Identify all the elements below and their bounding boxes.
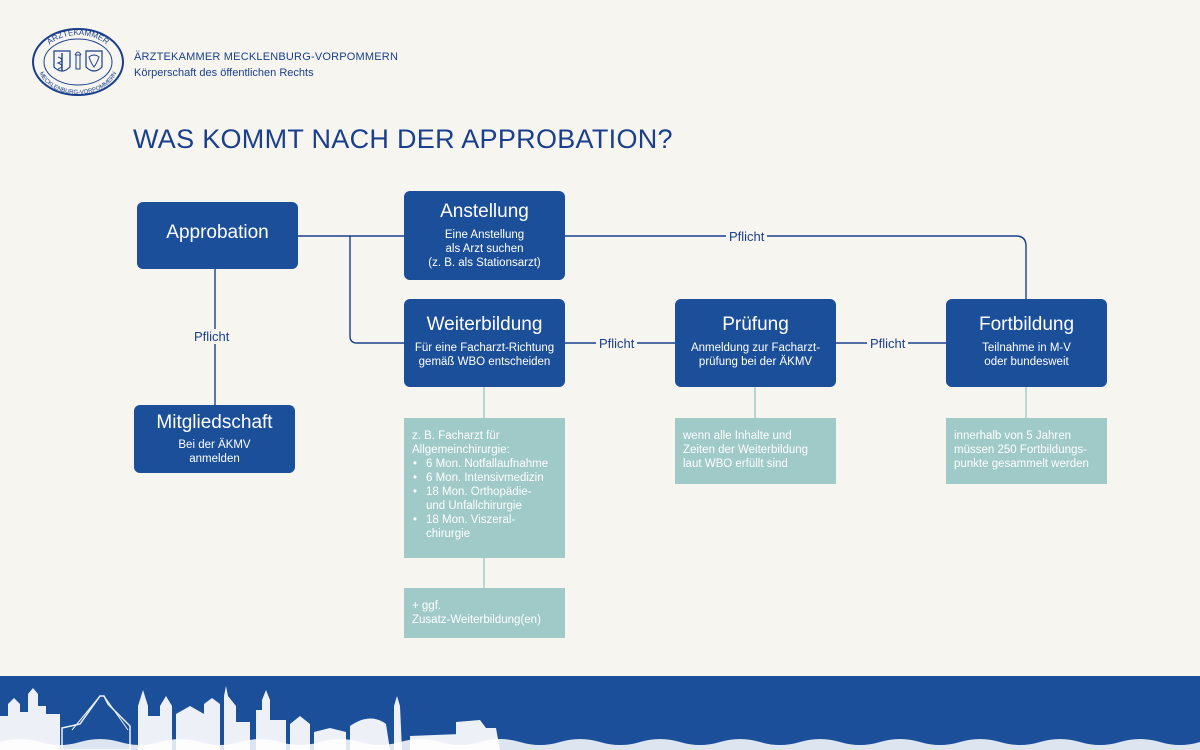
note-weiterbildung-intro-line: z. B. Facharzt für: [412, 430, 500, 442]
note-weiterbildung-list: 6 Mon. Notfallaufnahme 6 Mon. Intensivme…: [412, 457, 557, 541]
list-item: 6 Mon. Intensivmedizin: [412, 471, 557, 485]
node-fortbildung-desc-line: Teilnahme in M-V: [982, 342, 1071, 354]
note-weiterbildung-intro-line: Allgemeinchirurgie:: [412, 444, 510, 456]
list-item: 18 Mon. Orthopädie-und Unfallchirurgie: [412, 485, 557, 513]
page-title: WAS KOMMT NACH DER APPROBATION?: [133, 124, 673, 154]
note-fortbildung: innerhalb von 5 Jahren müssen 250 Fortbi…: [946, 418, 1107, 484]
node-mitgliedschaft: Mitgliedschaft Bei der ÄKMV anmelden: [134, 405, 295, 473]
org-name: ÄRZTEKAMMER MECKLENBURG-VORPOMMERN: [134, 51, 399, 63]
pflicht-label-pruefung-fortbildung: Pflicht: [867, 336, 909, 351]
note-pruefung-line: Zeiten der Weiterbildung: [683, 444, 809, 456]
node-weiterbildung-desc-line: gemäß WBO entscheiden: [418, 356, 551, 368]
node-approbation-title: Approbation: [166, 222, 269, 243]
node-weiterbildung-desc-line: Für eine Facharzt-Richtung: [414, 342, 555, 354]
node-pruefung-title: Prüfung: [722, 314, 789, 335]
node-anstellung-desc-line: Eine Anstellung: [444, 229, 525, 241]
node-pruefung-desc-line: prüfung bei der ÄKMV: [698, 356, 813, 368]
node-fortbildung-title: Fortbildung: [978, 314, 1075, 335]
pflicht-label-mitgliedschaft: Pflicht: [191, 329, 233, 344]
note-fortbildung-line: innerhalb von 5 Jahren: [954, 430, 1071, 442]
node-mitgliedschaft-desc-line: anmelden: [189, 453, 240, 465]
node-anstellung-title: Anstellung: [440, 201, 529, 222]
edge-approbation-weiterbildung: [349, 236, 404, 344]
list-item: 18 Mon. Viszeral-chirurgie: [412, 513, 557, 541]
note-fortbildung-line: müssen 250 Fortbildungs-: [954, 444, 1087, 456]
pflicht-label-anstellung-fortbildung: Pflicht: [726, 229, 768, 244]
edge-anstellung-fortbildung: [564, 235, 1027, 300]
list-item: 6 Mon. Notfallaufnahme: [412, 457, 557, 471]
node-anstellung-desc-line: als Arzt suchen: [445, 243, 524, 255]
node-pruefung-desc-line: Anmeldung zur Facharzt-: [690, 342, 821, 354]
note-zusatz-line: + ggf.: [412, 600, 442, 612]
note-zusatz-line: Zusatz-Weiterbildung(en): [412, 614, 541, 626]
footer-skyline-banner: [0, 676, 1200, 750]
node-anstellung: Anstellung Eine Anstellung als Arzt such…: [404, 191, 565, 280]
note-weiterbildung: z. B. Facharzt für Allgemeinchirurgie: 6…: [404, 418, 565, 558]
node-approbation: Approbation: [137, 202, 298, 269]
node-fortbildung: Fortbildung Teilnahme in M-V oder bundes…: [946, 299, 1107, 387]
note-pruefung-line: laut WBO erfüllt sind: [683, 458, 788, 470]
node-weiterbildung-title: Weiterbildung: [426, 314, 543, 335]
note-pruefung: wenn alle Inhalte und Zeiten der Weiterb…: [675, 418, 836, 484]
note-zusatz-weiterbildung: + ggf. Zusatz-Weiterbildung(en): [404, 588, 565, 638]
note-pruefung-line: wenn alle Inhalte und: [683, 430, 792, 442]
node-fortbildung-desc-line: oder bundesweit: [984, 356, 1069, 368]
node-weiterbildung: Weiterbildung Für eine Facharzt-Richtung…: [404, 299, 565, 387]
pflicht-label-weiterbildung-pruefung: Pflicht: [596, 336, 638, 351]
node-anstellung-desc-line: (z. B. als Stationsarzt): [428, 257, 541, 269]
org-subtitle: Körperschaft des öffentlichen Rechts: [134, 67, 314, 79]
note-fortbildung-line: punkte gesammelt werden: [954, 458, 1089, 470]
node-pruefung: Prüfung Anmeldung zur Facharzt- prüfung …: [675, 299, 836, 387]
node-mitgliedschaft-title: Mitgliedschaft: [156, 412, 273, 433]
aekmv-seal-logo: ÄRZTEKAMMER MECKLENBURG-VORPOMMERN: [32, 28, 124, 96]
node-mitgliedschaft-desc-line: Bei der ÄKMV: [178, 439, 251, 451]
